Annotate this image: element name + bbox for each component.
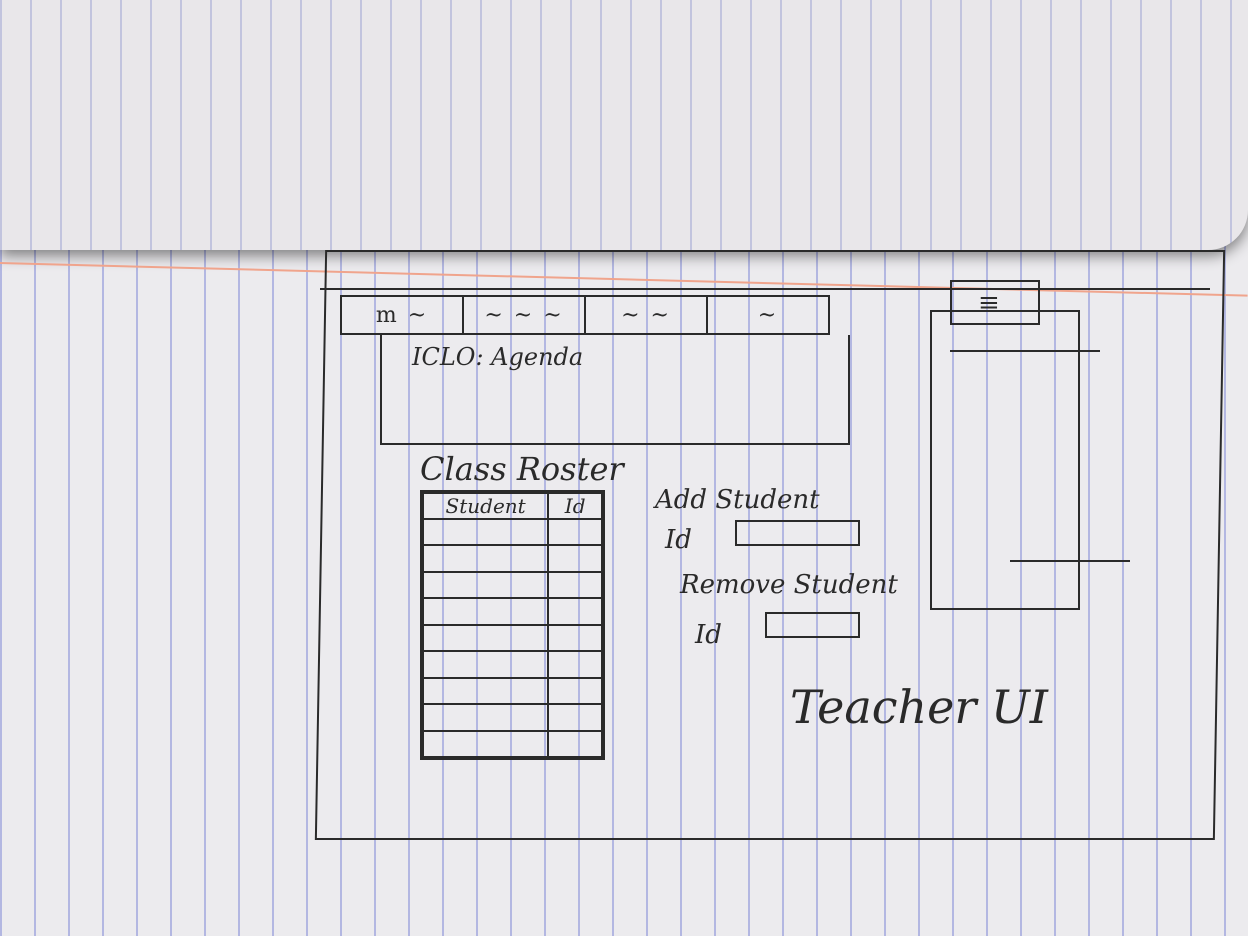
id-cell [547,650,603,679]
agenda-label: ICLO: Agenda [412,343,584,371]
side-panel-divider [950,350,1100,352]
tab-bar: m ~ ~ ~ ~ ~ ~ ~ [340,295,830,335]
notebook-page [0,180,1248,936]
add-student-heading: Add Student [655,485,820,515]
id-cell [547,623,603,653]
student-cell [421,676,550,706]
side-panel [930,310,1080,610]
back-page [0,0,1248,250]
table-row[interactable] [421,570,603,600]
agenda-panel: ICLO: Agenda [380,335,850,445]
table-row[interactable] [421,623,603,653]
id-cell [547,597,603,626]
id-cell [547,517,603,547]
table-row[interactable] [421,676,603,706]
table-row[interactable] [421,650,603,679]
remove-student-heading: Remove Student [680,570,898,600]
add-student-id-label: Id [665,525,692,555]
table-row[interactable] [421,517,603,547]
roster-table: Student Id [420,490,605,760]
menu-icon[interactable]: ≡ [978,288,1000,318]
student-cell [421,650,550,679]
student-cell [421,623,550,653]
tab-3[interactable]: ~ ~ [586,297,708,333]
student-cell [421,517,550,547]
teacher-ui-caption: Teacher UI [790,680,1048,734]
tab-1[interactable]: m ~ [342,297,464,333]
roster-header-student: Student [421,492,550,520]
id-cell [547,703,603,732]
student-cell [421,597,550,626]
remove-student-id-input[interactable] [765,612,860,638]
table-row[interactable] [421,703,603,732]
student-cell [421,570,550,600]
tab-4[interactable]: ~ [757,302,779,328]
student-cell [421,544,550,573]
tab-2[interactable]: ~ ~ ~ [464,297,586,333]
table-row[interactable] [421,544,603,573]
side-panel-footer-divider [1010,560,1130,562]
id-cell [547,729,603,758]
side-panel-header [950,280,1040,325]
add-student-id-input[interactable] [735,520,860,546]
table-row[interactable] [421,597,603,626]
id-cell [547,544,603,573]
id-cell [547,676,603,706]
roster-header-id: Id [547,492,603,520]
teacher-ui-sketch: m ~ ~ ~ ~ ~ ~ ~ ICLO: Agenda Class Roste… [310,240,1226,840]
student-cell [421,703,550,732]
student-cell [421,729,550,758]
roster-title: Class Roster [420,450,624,488]
id-cell [547,570,603,600]
remove-student-id-label: Id [695,620,722,650]
title-bar [320,250,1210,290]
table-row[interactable] [421,729,603,758]
